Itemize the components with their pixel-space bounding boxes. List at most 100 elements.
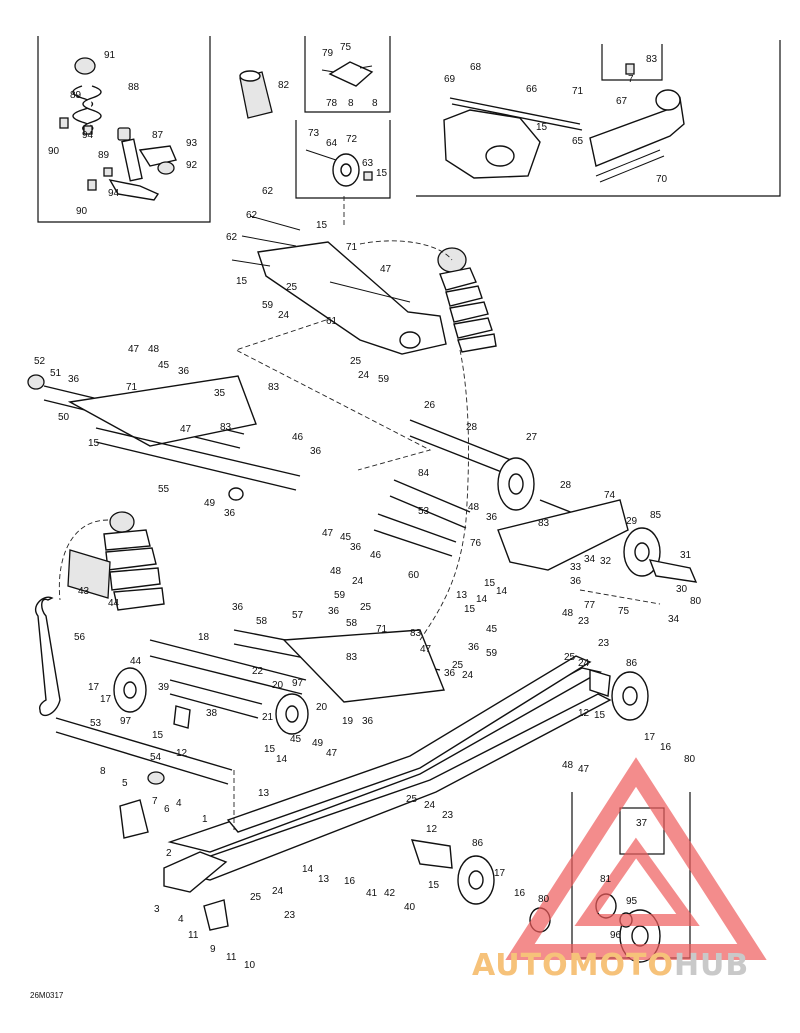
inset-cap-frame xyxy=(304,36,391,113)
inset-idler-frame xyxy=(295,120,391,199)
callout: 61 xyxy=(326,316,338,327)
callout: 24 xyxy=(462,670,474,681)
callout: 71 xyxy=(126,382,138,393)
watermark-text: AUTOMOTOHUB xyxy=(472,948,792,988)
callout: 62 xyxy=(262,186,274,197)
front-shock-spring xyxy=(437,247,497,353)
callout: 66 xyxy=(526,84,538,95)
callout: 24 xyxy=(272,886,284,897)
callout: 79 xyxy=(322,48,334,59)
callout: 27 xyxy=(526,432,538,443)
callout: 36 xyxy=(468,642,480,653)
callout: 82 xyxy=(278,80,290,91)
callout: 15 xyxy=(316,220,328,231)
callout: 86 xyxy=(472,838,484,849)
callout: 53 xyxy=(418,506,430,517)
callout: 47 xyxy=(420,644,432,655)
watermark-logo-triangle xyxy=(505,757,767,960)
callout: 46 xyxy=(292,432,304,443)
callout: 7 xyxy=(152,796,158,807)
callout: 13 xyxy=(318,874,330,885)
callout: 60 xyxy=(408,570,420,581)
callout: 67 xyxy=(616,96,628,107)
diagram-code: 26M0317 xyxy=(30,991,64,1000)
callout: 53 xyxy=(90,718,102,729)
callout: 75 xyxy=(618,606,630,617)
callout: 45 xyxy=(158,360,170,371)
callout: 17 xyxy=(88,682,100,693)
inset-rear-arm-frame xyxy=(416,40,781,197)
callout: 25 xyxy=(286,282,298,293)
callout: 71 xyxy=(376,624,388,635)
callout: 56 xyxy=(74,632,86,643)
callout: 80 xyxy=(690,596,702,607)
callout: 83 xyxy=(346,652,358,663)
callout: 24 xyxy=(424,800,436,811)
callout: 15 xyxy=(484,578,496,589)
callout: 71 xyxy=(572,86,584,97)
callout: 46 xyxy=(370,550,382,561)
callout: 77 xyxy=(584,600,596,611)
rear-link-bracket xyxy=(497,499,629,571)
upper-idler-wheel xyxy=(497,457,535,511)
callout: 59 xyxy=(378,374,390,385)
callout: 2 xyxy=(166,848,172,859)
callout: 50 xyxy=(58,412,70,423)
callout: 16 xyxy=(344,876,356,887)
callout: 35 xyxy=(214,388,226,399)
callout: 59 xyxy=(486,648,498,659)
callout: 14 xyxy=(496,586,508,597)
slide-rails xyxy=(163,655,612,893)
callout: 11 xyxy=(226,952,237,963)
callout: 58 xyxy=(256,616,268,627)
callout: 68 xyxy=(470,62,482,73)
callout: 47 xyxy=(180,424,192,435)
callout: 57 xyxy=(292,610,304,621)
callout: 38 xyxy=(206,708,218,719)
callout: 13 xyxy=(456,590,468,601)
lower-idler-wheels xyxy=(410,669,649,905)
callout: 95 xyxy=(626,896,638,907)
cross-shafts xyxy=(373,419,617,557)
callout: 47 xyxy=(326,748,338,759)
shock-spring-detail xyxy=(59,57,177,201)
callout: 88 xyxy=(128,82,140,93)
callout: 24 xyxy=(278,310,290,321)
callout: 94 xyxy=(108,188,120,199)
callout: 19 xyxy=(342,716,354,727)
callout: 28 xyxy=(466,422,478,433)
front-bracket-parts xyxy=(119,705,229,931)
callout: 90 xyxy=(76,206,88,217)
callout: 45 xyxy=(340,532,352,543)
callout: 25 xyxy=(250,892,262,903)
callout: 44 xyxy=(130,656,142,667)
callout: 17 xyxy=(100,694,112,705)
callout: 69 xyxy=(444,74,456,85)
callout: 6 xyxy=(164,804,170,815)
callout: 36 xyxy=(486,512,498,523)
callout: 36 xyxy=(350,542,362,553)
callout: 78 xyxy=(326,98,338,109)
callout: 5 xyxy=(122,778,128,789)
callout: 17 xyxy=(644,732,656,743)
callout: 11 xyxy=(188,930,199,941)
callout: 83 xyxy=(268,382,280,393)
callout: 49 xyxy=(312,738,324,749)
callout: 75 xyxy=(340,42,352,53)
callout: 15 xyxy=(464,604,476,615)
callout: 89 xyxy=(98,150,110,161)
callout: 15 xyxy=(536,122,548,133)
callout: 15 xyxy=(152,730,164,741)
callout: 36 xyxy=(362,716,374,727)
callout: 36 xyxy=(310,446,322,457)
callout: 54 xyxy=(150,752,162,763)
callout: 8 xyxy=(100,766,106,777)
callout: 48 xyxy=(468,502,480,513)
upper-a-arm xyxy=(27,374,301,501)
callout: 15 xyxy=(428,880,440,891)
callout: 52 xyxy=(34,356,46,367)
watermark-part1: AUTOMOTO xyxy=(472,948,674,983)
callout: 31 xyxy=(680,550,692,561)
callout: 7 xyxy=(628,74,634,85)
callout: 42 xyxy=(384,888,396,899)
